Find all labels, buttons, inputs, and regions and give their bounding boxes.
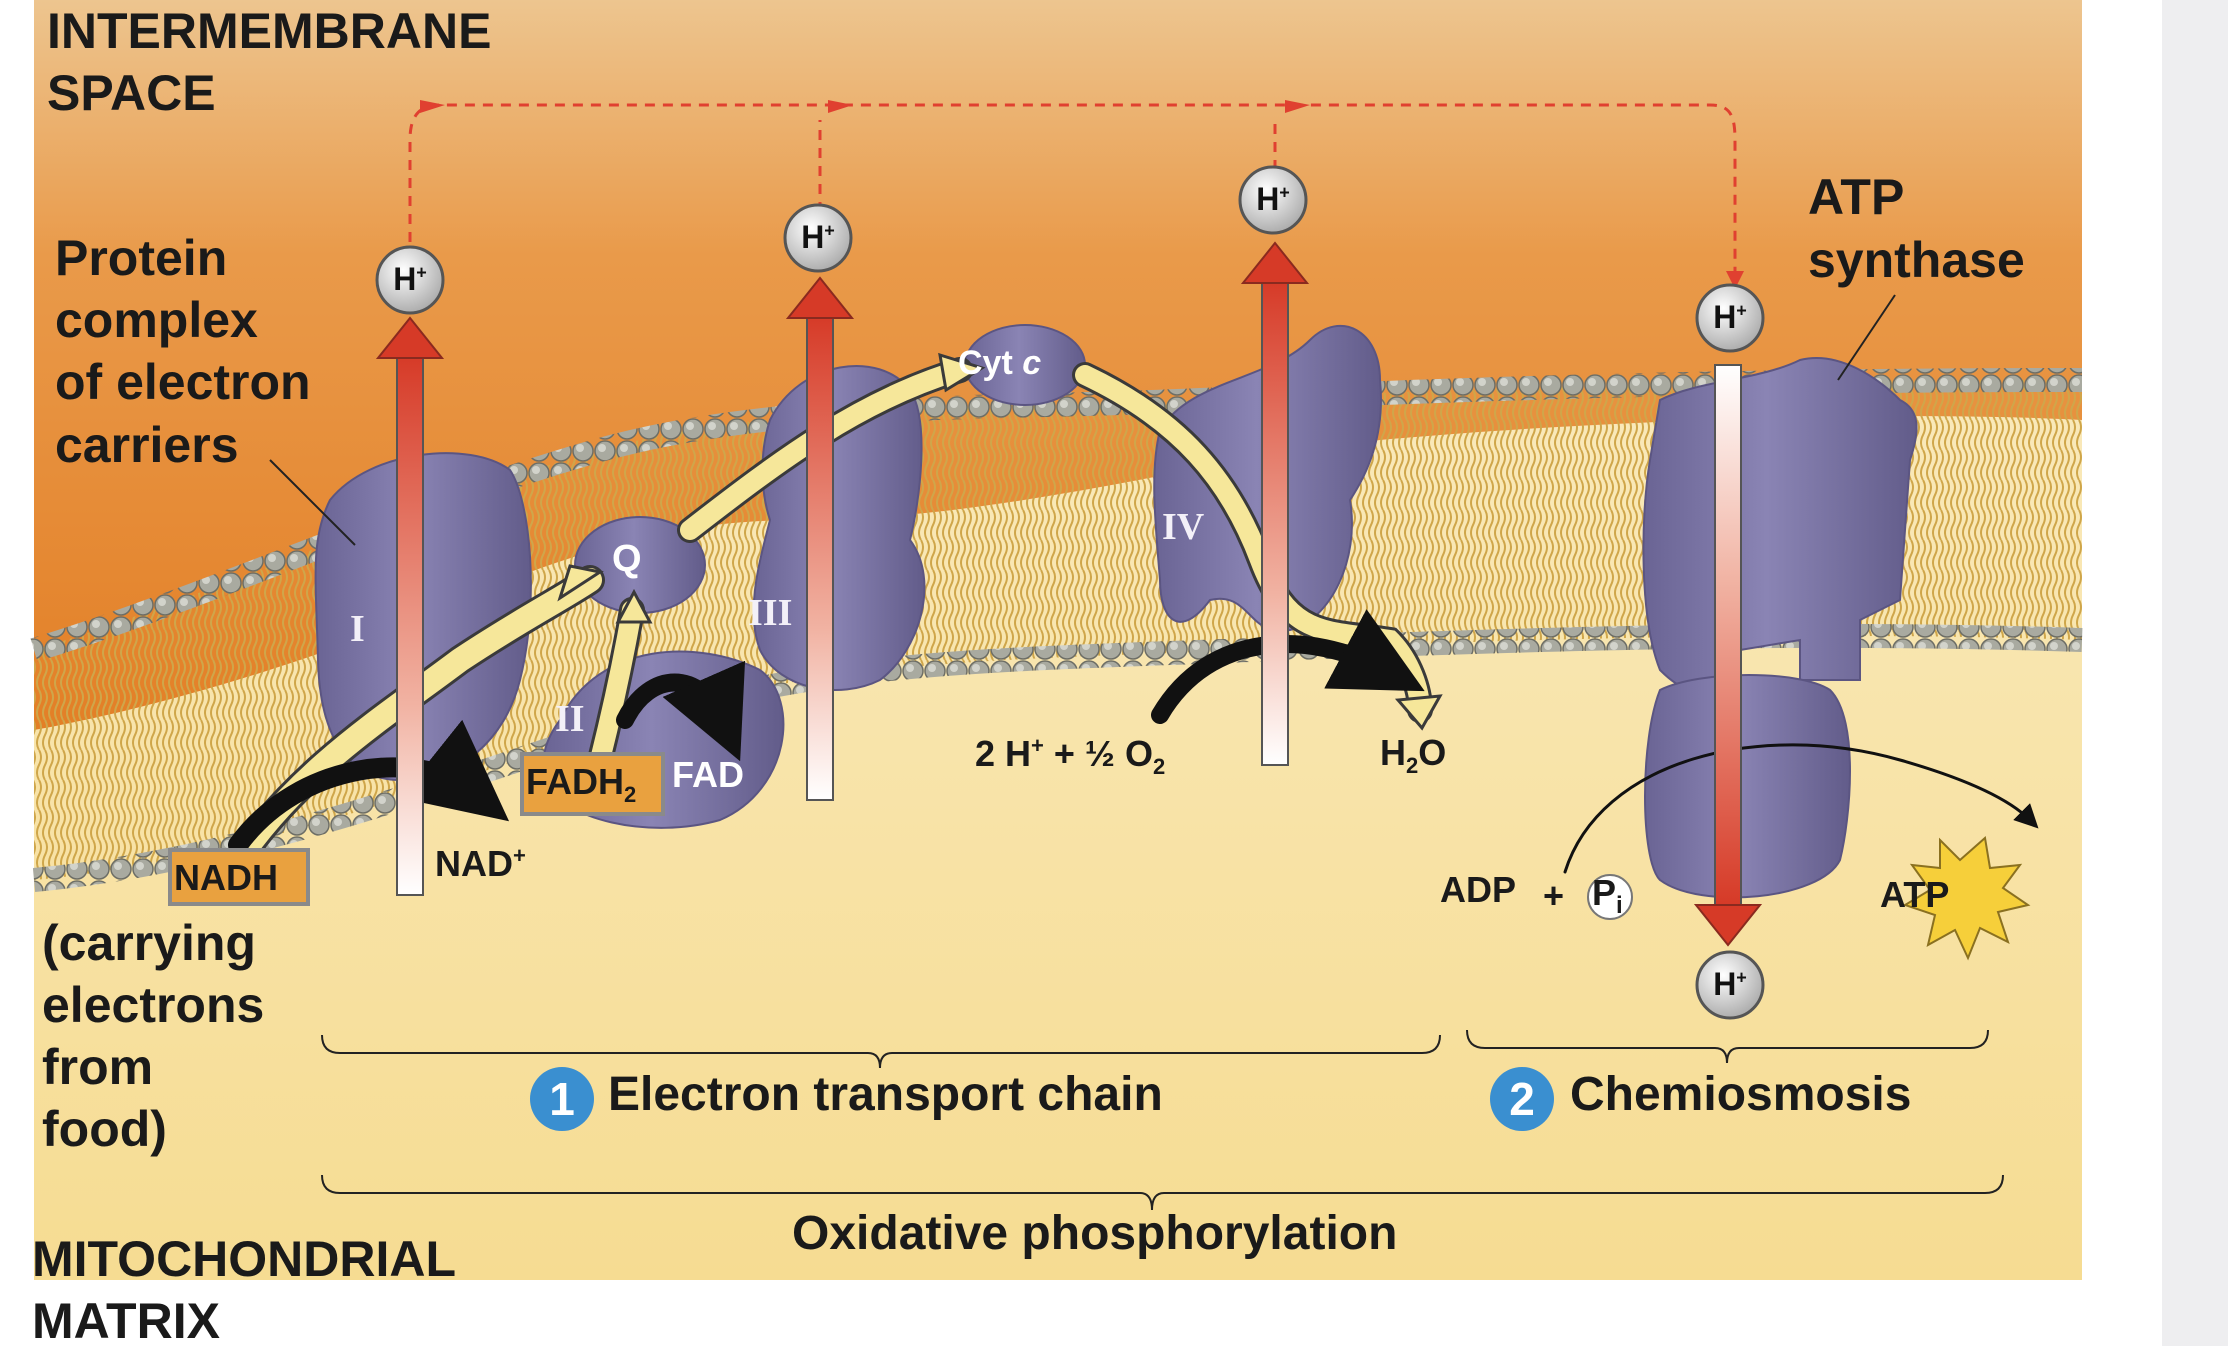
brace-oxphos — [321, 1174, 2004, 1211]
atp-label: ATP — [1880, 874, 1950, 915]
protein-complex-label-4: carriers — [55, 417, 239, 473]
proton-label: H+ — [1713, 966, 1747, 1002]
matrix-label-2: MATRIX — [32, 1293, 220, 1349]
nadh-box: NADH — [168, 848, 310, 906]
proton-circles — [375, 165, 1765, 1020]
matrix-label-1: MITOCHONDRIAL — [32, 1231, 457, 1287]
proton-label: H+ — [393, 261, 427, 297]
atp-synthase — [1642, 357, 1918, 899]
proton-label: H+ — [1713, 299, 1747, 335]
complex-III-label: III — [748, 592, 793, 634]
complex-pointer-line — [269, 459, 356, 546]
carrying-label-3: from — [42, 1039, 154, 1095]
plus-label: + — [1543, 875, 1565, 916]
oxidative-phosphorylation-label: Oxidative phosphorylation — [792, 1207, 1398, 1260]
synthase-pointer-line — [1837, 294, 1896, 381]
fad-label: FAD — [672, 754, 744, 795]
q-label: Q — [612, 538, 642, 580]
water-label: H2O — [1380, 732, 1447, 779]
brace-chemiosmosis — [1466, 1029, 1989, 1064]
atp-starburst — [1902, 836, 2031, 961]
intermembrane-label-1: INTERMEMBRANE — [47, 3, 492, 59]
phosphate-circle — [1587, 874, 1633, 920]
proton-label: H+ — [1256, 181, 1290, 217]
carrying-label-2: electrons — [42, 977, 265, 1033]
oxygen-reactant-label: 2 H+ + ½ O2 — [975, 733, 1166, 780]
protein-complex-label-3: of electron — [55, 354, 311, 410]
protein-complex-label-1: Protein — [55, 230, 228, 286]
carrying-label-1: (carrying — [42, 915, 256, 971]
step-2-label: Chemiosmosis — [1570, 1068, 1912, 1121]
proton-pump-arrows — [375, 241, 1763, 947]
intermembrane-label-2: SPACE — [47, 65, 216, 121]
step-2-badge: 2 — [1490, 1067, 1554, 1131]
right-gutter — [2162, 0, 2228, 1346]
adp-label: ADP — [1440, 869, 1517, 910]
carrying-label-4: food) — [42, 1101, 167, 1157]
fadh2-box: FADH2 — [520, 752, 665, 816]
complex-IV-label: IV — [1162, 506, 1205, 548]
braces — [321, 1029, 2004, 1211]
complex-II-label: II — [555, 698, 585, 740]
proton-return-path — [408, 103, 1744, 289]
electron-path-heads — [557, 352, 1443, 731]
atp-synthase-label-2: synthase — [1808, 232, 2025, 288]
step-1-badge: 1 — [530, 1067, 594, 1131]
complex-I-label: I — [350, 608, 365, 650]
cyt-c-label: Cyt c — [958, 344, 1042, 382]
step-1-label: Electron transport chain — [608, 1068, 1163, 1121]
nad-label: NAD+ — [435, 843, 526, 884]
proton-return-heads — [420, 100, 1310, 113]
protein-complex-label-2: complex — [55, 292, 258, 348]
phosphate-label: Pi — [1592, 872, 1623, 920]
brace-etc — [321, 1034, 1441, 1069]
atp-synthase-label-1: ATP — [1808, 169, 1905, 225]
proton-label: H+ — [801, 219, 835, 255]
